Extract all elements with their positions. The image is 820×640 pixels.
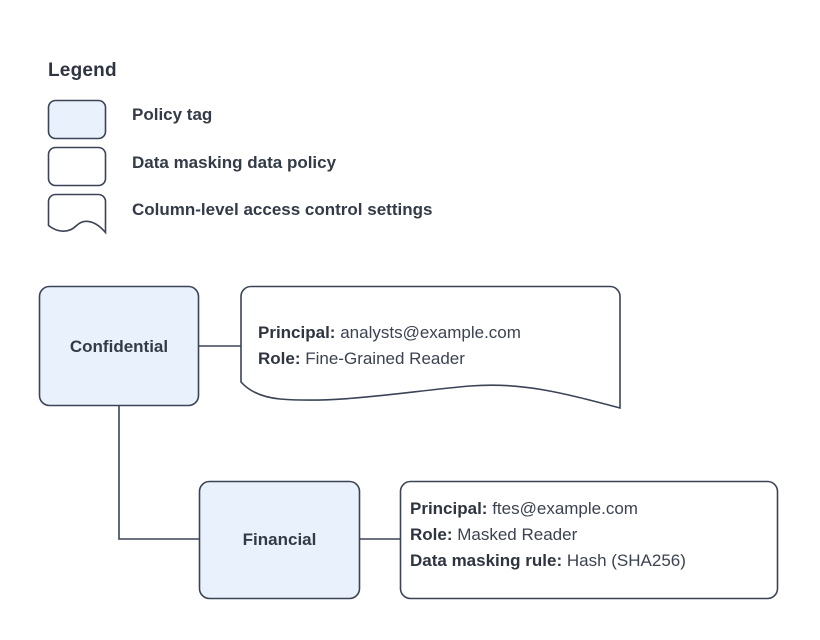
legend-item-label-policy-tag: Policy tag [132,105,213,124]
callout-line: Principal: analysts@example.com [258,320,521,346]
node-confidential[interactable] [38,285,200,407]
callout-line-value: Fine-Grained Reader [305,349,465,368]
callout-line: Role: Fine-Grained Reader [258,346,521,372]
legend-swatch-data-masking-policy [47,146,107,187]
callout-line-key: Role: [410,525,453,544]
callout-line: Principal: ftes@example.com [410,496,686,522]
legend-swatch-column-access-settings [47,193,107,235]
legend-swatch-policy-tag [47,99,107,140]
callout-line-value: ftes@example.com [492,499,638,518]
callout-financial-text: Principal: ftes@example.com Role: Masked… [410,496,686,574]
node-label-financial: Financial [242,530,317,549]
callout-line: Role: Masked Reader [410,522,686,548]
connector-confidential-to-financial [118,406,199,540]
node-label-confidential: Confidential [69,337,169,356]
callout-line-key: Principal: [410,499,488,518]
callout-financial[interactable] [399,480,779,600]
callout-line-key: Role: [258,349,301,368]
callout-line-value: Masked Reader [457,525,578,544]
legend-item-label-data-masking-policy: Data masking data policy [132,153,337,172]
callout-line-key: Data masking rule: [410,551,563,570]
callout-confidential-text: Principal: analysts@example.com Role: Fi… [258,320,521,372]
callout-line-value: Hash (SHA256) [566,551,686,570]
callout-line-key: Principal: [258,323,336,342]
legend-item-label-column-access-settings: Column-level access control settings [132,200,433,219]
legend-title: Legend [48,60,117,81]
callout-line: Data masking rule: Hash (SHA256) [410,548,686,574]
callout-line-value: analysts@example.com [340,323,521,342]
node-financial[interactable] [198,480,361,600]
callout-confidential[interactable] [240,285,621,410]
